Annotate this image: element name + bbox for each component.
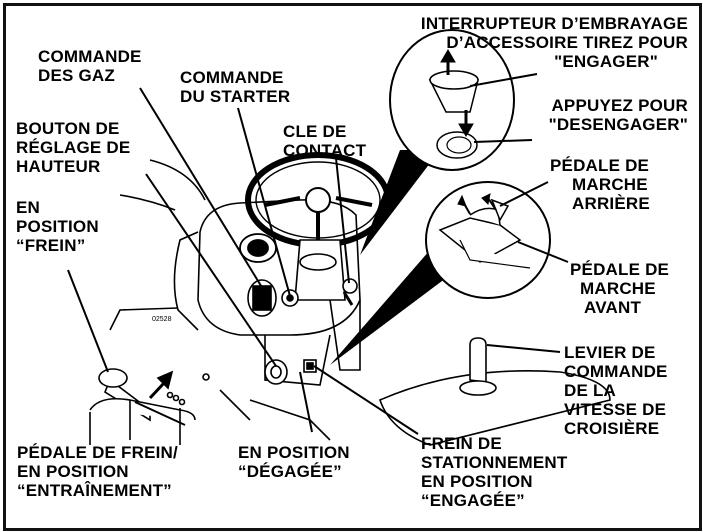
brake-position-label: EN POSITION “FREIN”	[16, 198, 99, 255]
cruise-lever-label-line: LEVIER DE	[564, 343, 656, 362]
pedal-callout	[330, 181, 551, 365]
ignition-label-line: CONTACT	[283, 141, 367, 160]
choke-label-line: DU STARTER	[180, 87, 291, 106]
reverse-pedal-label-line: MARCHE	[572, 175, 648, 194]
cruise-lever-label-line: COMMANDE	[564, 362, 668, 381]
cruise-lever-label: LEVIER DE COMMANDE DE LA VITESSE DE CROI…	[564, 343, 668, 438]
parking-brake-label-line: EN POSITION	[421, 472, 533, 491]
forward-pedal-label: PÉDALE DE MARCHE AVANT	[570, 260, 669, 317]
forward-pedal-label-line: MARCHE	[580, 279, 656, 298]
ignition-label: CLE DE CONTACT	[283, 122, 366, 160]
parking-brake-label-line: FREIN DE	[421, 434, 502, 453]
cruise-lever-label-line: DE LA	[564, 381, 616, 400]
parking-brake-label-line: STATIONNEMENT	[421, 453, 568, 472]
throttle-label-line: COMMANDE	[38, 47, 142, 66]
brake-position-label-line: “FREIN”	[16, 236, 86, 255]
choke-label-line: COMMANDE	[180, 68, 284, 87]
brake-position-label-line: EN	[16, 198, 41, 217]
steering-column	[294, 239, 346, 301]
brake-pedal-label-line: EN POSITION	[17, 462, 129, 481]
dash-gauge	[239, 233, 277, 263]
reverse-pedal-label: PÉDALE DE MARCHE ARRIÈRE	[550, 156, 650, 213]
push-disengage-label-line: APPUYEZ POUR	[551, 96, 688, 115]
cruise-lever-label-line: VITESSE DE	[564, 400, 667, 419]
reverse-pedal-label-line: PÉDALE DE	[550, 156, 650, 175]
brake-pedal-label-line: PÉDALE DE FREIN/	[17, 443, 178, 462]
ignition-label-line: CLE DE	[283, 122, 347, 141]
reverse-pedal-label-line: ARRIÈRE	[572, 194, 650, 213]
throttle-label: COMMANDE DES GAZ	[38, 47, 142, 85]
brake-position-label-line: POSITION	[16, 217, 99, 236]
parking-brake-label-line: “ENGAGÉE”	[421, 491, 525, 510]
released-position-label-line: “DÉGAGÉE”	[238, 462, 342, 481]
released-position-label-line: EN POSITION	[238, 443, 350, 462]
pto-switch-label-line: INTERRUPTEUR D’EMBRAYAGE	[420, 14, 688, 33]
cruise-lever-label-line: CROISIÈRE	[564, 419, 660, 438]
forward-pedal-label-line: PÉDALE DE	[570, 260, 670, 279]
diagram-border	[3, 3, 702, 531]
released-position-label: EN POSITION “DÉGAGÉE”	[238, 443, 350, 481]
figure-code: 02528	[152, 316, 172, 323]
leader-lines	[67, 73, 569, 435]
parking-brake-button	[202, 359, 317, 381]
brake-pedal-lever	[89, 368, 196, 445]
height-knob-label-line: HAUTEUR	[16, 157, 101, 176]
pto-switch-label: INTERRUPTEUR D’EMBRAYAGE D’ACCESSOIRE TI…	[421, 14, 688, 71]
push-disengage-label: APPUYEZ POUR "DESENGAGER"	[549, 96, 688, 134]
brake-pedal-label: PÉDALE DE FREIN/ EN POSITION “ENTRAÎNEME…	[17, 443, 178, 500]
ignition-key	[342, 278, 358, 306]
pto-switch-label-line: D’ACCESSOIRE TIREZ POUR	[446, 33, 688, 52]
brake-pedal-label-line: “ENTRAÎNEMENT”	[17, 481, 172, 500]
cruise-lever	[379, 337, 611, 446]
push-disengage-label-line: "DESENGAGER"	[548, 115, 688, 134]
height-knob-label-line: RÉGLAGE DE	[16, 138, 131, 157]
pto-callout	[360, 29, 515, 255]
forward-pedal-label-line: AVANT	[584, 298, 642, 317]
throttle-label-line: DES GAZ	[38, 66, 115, 85]
steering-wheel	[245, 152, 391, 248]
height-knob-label-line: BOUTON DE	[16, 119, 120, 138]
height-adjust-knob	[264, 359, 288, 385]
parking-brake-label: FREIN DE STATIONNEMENT EN POSITION “ENGA…	[421, 434, 567, 510]
choke-label: COMMANDE DU STARTER	[180, 68, 290, 106]
pto-switch-label-line: "ENGAGER"	[554, 52, 658, 71]
height-knob-label: BOUTON DE RÉGLAGE DE HAUTEUR	[16, 119, 130, 176]
